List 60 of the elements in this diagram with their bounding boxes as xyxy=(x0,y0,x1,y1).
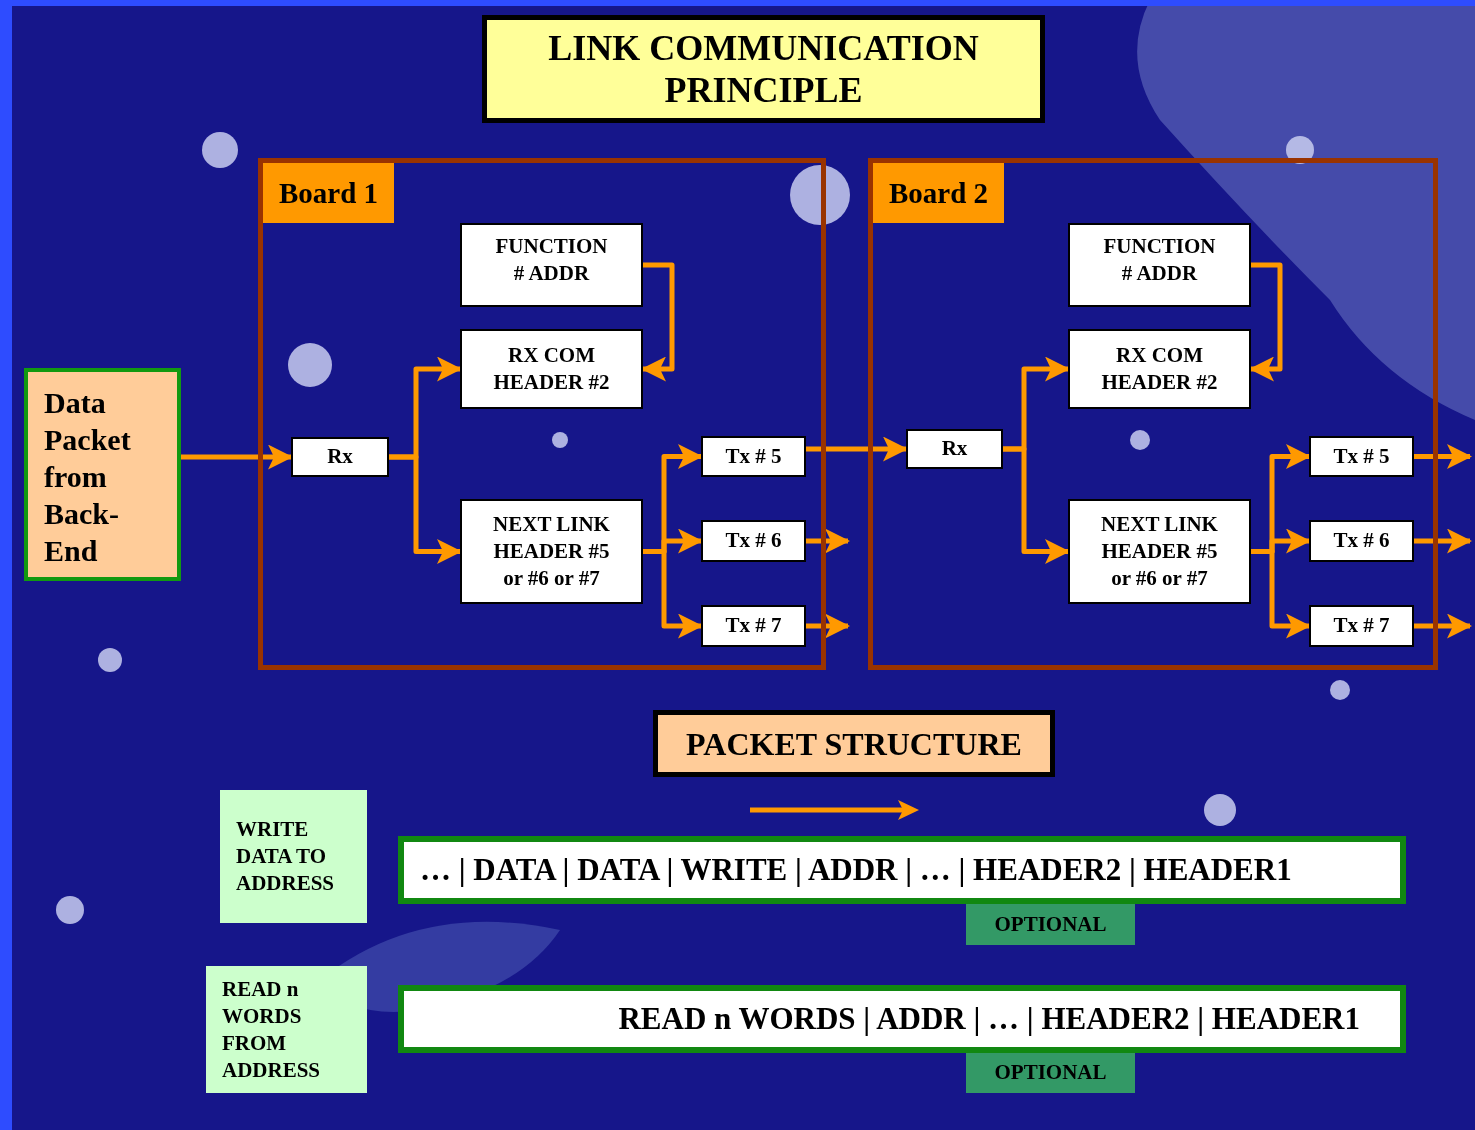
board-frame xyxy=(258,158,826,670)
packet-bar xyxy=(398,836,1406,904)
optional-tag xyxy=(966,1053,1135,1093)
box-label: Rx xyxy=(327,443,353,471)
arrow xyxy=(806,436,908,462)
process-box xyxy=(460,329,643,409)
box-label: … | DATA | DATA | WRITE | ADDR | … | HEADER2 | HEADER1 xyxy=(420,850,1292,889)
box-label: RX COM HEADER #2 xyxy=(492,342,611,396)
box-label: NEXT LINK HEADER #5 or #6 or #7 xyxy=(492,511,611,592)
port-box xyxy=(701,436,806,477)
arrow xyxy=(389,454,462,564)
arrow xyxy=(1003,446,1070,564)
arrow xyxy=(1251,549,1311,639)
board-label: Board 2 xyxy=(873,163,1005,223)
box-label: Rx xyxy=(941,435,968,463)
box-label: Data Packet from Back-End xyxy=(44,385,132,569)
port-box xyxy=(906,429,1003,469)
box-label: OPTIONAL xyxy=(994,910,1107,938)
port-box xyxy=(701,605,806,647)
port-box xyxy=(1309,605,1414,647)
box-label: Tx # 6 xyxy=(1333,527,1390,555)
box-label: WRITE DATA TO ADDRESS xyxy=(236,816,336,897)
box-label: READ n WORDS | ADDR | … | HEADER2 | HEADER1 xyxy=(618,999,1360,1038)
note-box xyxy=(206,966,367,1093)
arrow xyxy=(1414,613,1472,639)
arrow xyxy=(806,528,850,554)
box-label: Tx # 5 xyxy=(725,442,782,470)
optional-tag xyxy=(966,904,1135,945)
arrow xyxy=(806,613,850,639)
board-label: Board 1 xyxy=(263,163,395,223)
process-box xyxy=(1068,223,1251,307)
packet-bar xyxy=(398,985,1406,1053)
process-box xyxy=(1068,329,1251,409)
note-box xyxy=(220,790,367,923)
port-box xyxy=(1309,520,1414,562)
port-box xyxy=(701,520,806,562)
arrow xyxy=(1414,528,1472,554)
box-label: FUNCTION # ADDR xyxy=(494,233,609,287)
box-label: Tx # 7 xyxy=(1333,612,1390,640)
box-label: READ n WORDS FROM ADDRESS xyxy=(222,975,322,1084)
box-label: NEXT LINK HEADER #5 or #6 or #7 xyxy=(1100,511,1219,592)
title: LINK COMMUNICATION PRINCIPLE xyxy=(482,15,1045,123)
box-label: OPTIONAL xyxy=(994,1059,1107,1087)
arrow xyxy=(1414,444,1472,469)
box-label: PACKET STRUCTURE xyxy=(686,724,1022,764)
process-box xyxy=(460,223,643,307)
arrow xyxy=(181,444,293,470)
source-box xyxy=(24,368,181,581)
box-label: Tx # 6 xyxy=(725,527,782,555)
heading-box xyxy=(653,710,1055,777)
port-box xyxy=(291,437,389,477)
box-label: RX COM HEADER #2 xyxy=(1100,342,1219,396)
box-label: Tx # 7 xyxy=(725,612,782,640)
port-box xyxy=(1309,436,1414,477)
process-box xyxy=(460,499,643,604)
box-label: Tx # 5 xyxy=(1333,442,1390,470)
arrow xyxy=(643,549,703,639)
box-label: FUNCTION # ADDR xyxy=(1102,233,1217,287)
board-frame xyxy=(868,158,1438,670)
process-box xyxy=(1068,499,1251,604)
